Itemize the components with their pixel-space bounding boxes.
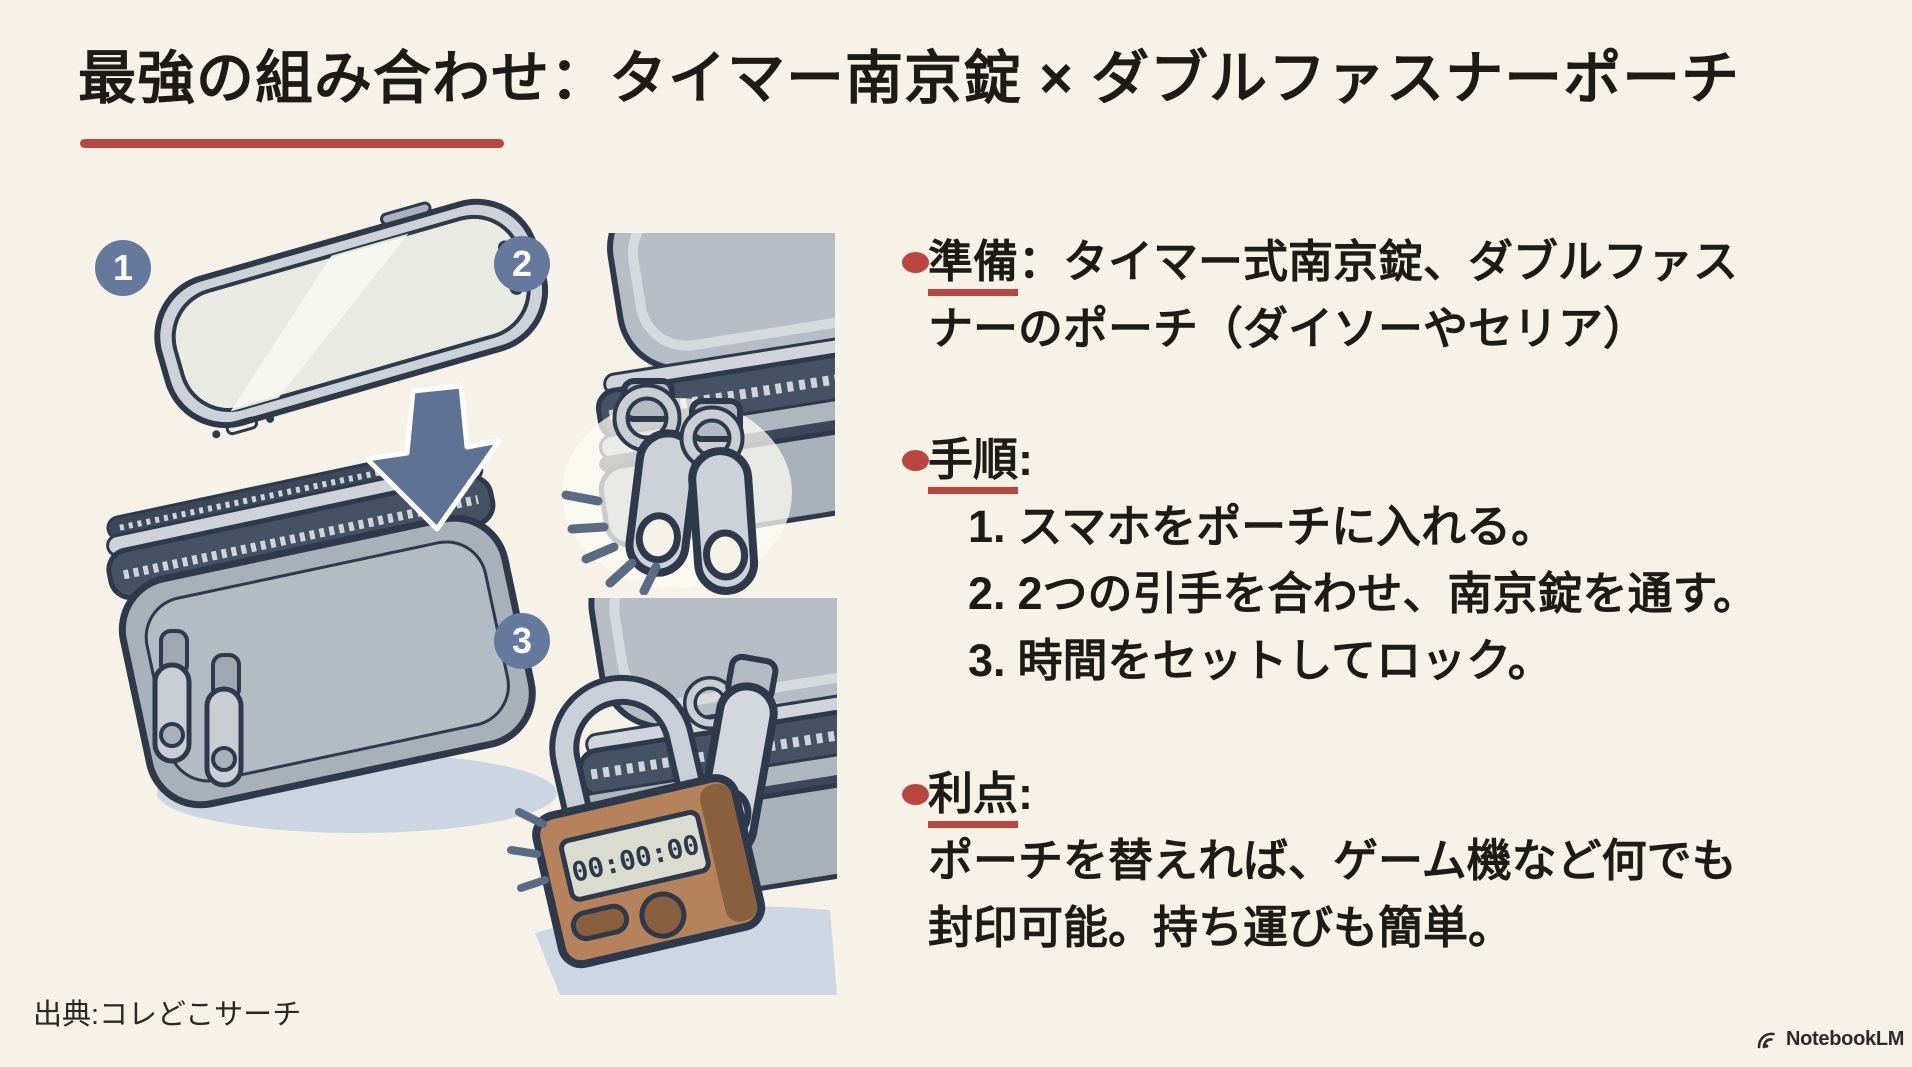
smartphone [154, 198, 549, 439]
step-badge-3: 3 [494, 613, 550, 669]
emphasis-dashes [507, 808, 549, 892]
double-zipper-pulls-illustration [561, 233, 835, 595]
step-text: スマホをポーチに入れる。 [1017, 501, 1557, 552]
timer-padlock-illustration: 00:00:00 [507, 598, 837, 995]
bullet-dot [902, 784, 929, 805]
page-title: 最強の組み合わせ：タイマー南京錠 × ダブルファスナーポーチ [78, 46, 1741, 111]
section-steps: 手順: 1.スマホをポーチに入れる。 2.2つの引手を合わせ、南京錠を通す。 3… [902, 426, 1763, 694]
keyword-benefits: 利点 [928, 768, 1019, 828]
bullet-list: 準備：タイマー式南京錠、ダブルファスナーのポーチ（ダイソーやセリア） 手順: 1… [902, 228, 1763, 961]
padlock-slide-button [570, 903, 630, 942]
notebooklm-label: NotebookLM [1786, 1028, 1905, 1050]
phone-into-pouch-illustration [106, 198, 557, 833]
step-badge-2: 2 [494, 236, 550, 292]
steps-keyword-line: 手順: [928, 426, 1763, 494]
notebooklm-brand: NotebookLM [1756, 1028, 1904, 1051]
zipper-pulls [152, 629, 244, 788]
separator: ： [1018, 236, 1064, 287]
step-item-3: 3.時間をセットしてロック。 [928, 627, 1763, 694]
zipper-pull-left [612, 378, 700, 577]
lcd-screen [559, 809, 711, 902]
step-text: 時間をセットしてロック。 [1017, 635, 1553, 686]
separator: : [1018, 768, 1034, 819]
section-preparation: 準備：タイマー式南京錠、ダブルファスナーのポーチ（ダイソーやセリア） [902, 228, 1763, 362]
step-number: 1. [968, 501, 1006, 552]
benefits-body: ポーチを替えれば、ゲーム機など何でも封印可能。持ち運びも簡単。 [928, 835, 1737, 953]
step-number: 2. [968, 568, 1006, 619]
keyword-steps: 手順 [928, 434, 1019, 494]
title-underline [80, 139, 504, 148]
section-benefits: 利点: ポーチを替えれば、ゲーム機など何でも封印可能。持ち運びも簡単。 [902, 760, 1763, 961]
benefits-keyword-line: 利点: [928, 760, 1763, 828]
source-attribution: 出典:コレどこサーチ [33, 999, 302, 1031]
keyword-preparation: 準備 [928, 236, 1019, 296]
emphasis-dashes [561, 490, 661, 595]
step-badge-1: 1 [95, 240, 151, 296]
step-number: 3. [968, 635, 1006, 686]
down-arrow-icon [364, 383, 502, 532]
preparation-body: タイマー式南京錠、ダブルファスナーのポーチ（ダイソーやセリア） [928, 236, 1739, 354]
padlock-round-button [639, 891, 687, 939]
zipper-pull-right [679, 398, 759, 595]
separator: : [1018, 434, 1034, 485]
step-item-1: 1.スマホをポーチに入れる。 [928, 493, 1763, 560]
bullet-dot [902, 252, 929, 273]
bullet-dot [902, 450, 929, 471]
timer-padlock: 00:00:00 [532, 674, 766, 969]
notebooklm-icon [1757, 1032, 1775, 1048]
step-text: 2つの引手を合わせ、南京錠を通す。 [1017, 568, 1759, 619]
step-item-2: 2.2つの引手を合わせ、南京錠を通す。 [928, 560, 1763, 627]
